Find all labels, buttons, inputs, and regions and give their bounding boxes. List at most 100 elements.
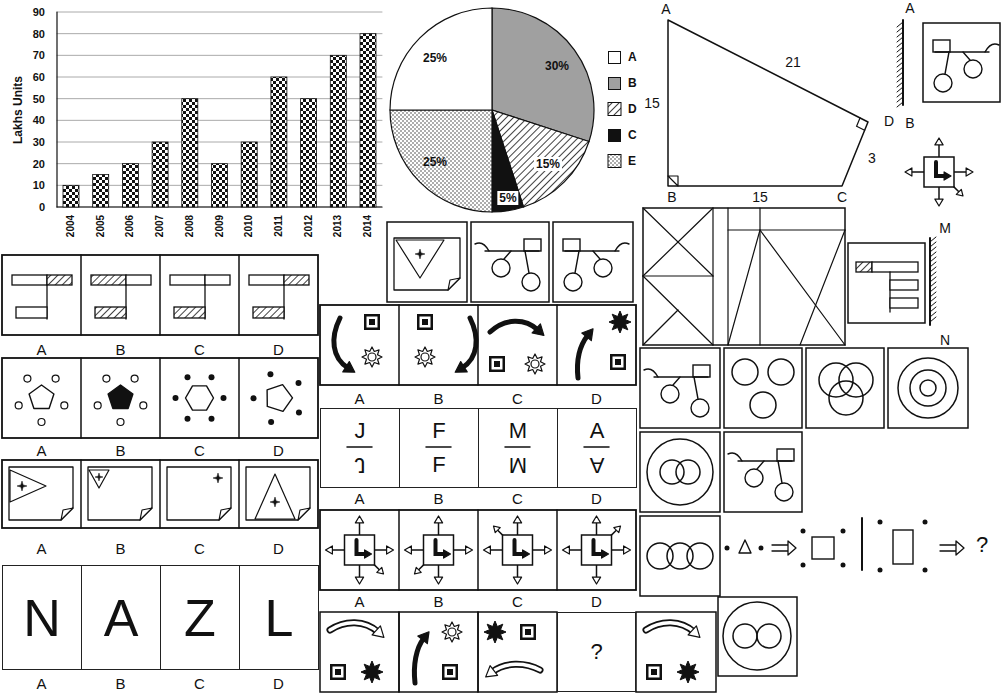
- arrow-head: [592, 516, 600, 523]
- square-symbol: [489, 356, 505, 372]
- arrow-head: [513, 516, 521, 523]
- circle-shape: [733, 624, 757, 648]
- star-symbol: [213, 473, 223, 483]
- arrow-arm: [359, 565, 361, 578]
- legend-text: A: [628, 51, 637, 63]
- count-figure: [643, 208, 845, 345]
- pie-slice: [390, 110, 492, 212]
- option-label: D: [591, 594, 602, 609]
- year-label: 2006: [125, 215, 135, 237]
- letter-box: N: [2, 565, 82, 670]
- flag-part: [12, 275, 47, 285]
- bar: [63, 185, 79, 207]
- curved-arrow: [646, 623, 694, 632]
- arrow-head: [466, 546, 473, 554]
- option-divider: [398, 510, 400, 590]
- curved-arrow: [577, 335, 588, 378]
- axis-tick: 20: [33, 158, 45, 169]
- inner-arrow: [936, 162, 944, 176]
- bar: [330, 55, 346, 207]
- double-arrow: [788, 541, 796, 555]
- arrow-square-box: [503, 535, 533, 565]
- mirror-hatch: [930, 312, 936, 317]
- bike-part: [563, 239, 580, 251]
- bike-part: [673, 377, 680, 385]
- arrow-arm: [359, 522, 361, 535]
- curved-arrow: [490, 321, 538, 332]
- arrow-head: [434, 516, 442, 523]
- figure-box: [387, 222, 467, 302]
- square-symbol: [525, 629, 531, 635]
- figure-label: 15: [644, 96, 660, 110]
- mirror-hatch: [897, 27, 903, 32]
- mirror-hatch: [897, 72, 903, 77]
- square-symbol: [520, 624, 536, 640]
- small-circle: [38, 419, 45, 426]
- fold-triangle: [89, 470, 109, 488]
- figure-box: [640, 348, 720, 428]
- square-symbol: [494, 361, 500, 367]
- sun-symbol: [421, 353, 429, 361]
- option-divider: [159, 358, 161, 438]
- mirror-hatch: [930, 292, 936, 297]
- mirror-label: A: [905, 1, 914, 15]
- line-stroke: [727, 208, 728, 345]
- arrow-arm: [375, 549, 388, 551]
- separator: [861, 518, 863, 570]
- bike-wheel: [522, 273, 540, 291]
- circle-shape: [723, 602, 791, 670]
- fold-triangle: [10, 470, 46, 502]
- box-letter: Z: [184, 592, 216, 644]
- grid-line: [57, 33, 382, 34]
- option-divider: [238, 460, 240, 528]
- mirror-hatch: [897, 22, 903, 27]
- box-letter: ?: [590, 641, 602, 663]
- sun-symbol: [368, 353, 376, 361]
- mirror-hatch: [897, 32, 903, 37]
- bike-part: [935, 51, 989, 52]
- arrow-head: [415, 567, 422, 574]
- bike-wheel: [775, 483, 793, 501]
- right-angle-mark: [668, 176, 678, 186]
- circle-shape: [829, 381, 863, 415]
- small-circle: [15, 402, 22, 409]
- option-divider: [238, 255, 240, 335]
- curved-arrow: [330, 623, 378, 632]
- mirror-hatch: [930, 302, 936, 307]
- mirror-hatch: [930, 282, 936, 287]
- dot: [268, 419, 274, 425]
- fold-triangle: [396, 240, 444, 278]
- option-row: [2, 255, 318, 335]
- option-divider: [556, 305, 558, 385]
- inner-arrow: [515, 540, 530, 558]
- option-label: A: [354, 594, 364, 609]
- box-letter: A: [590, 420, 605, 442]
- mirror-hatch: [930, 287, 936, 292]
- circle-shape: [910, 370, 946, 406]
- flag-part: [284, 275, 309, 285]
- year-label: 2009: [215, 215, 225, 237]
- option-label: A: [36, 541, 46, 556]
- letter-box: A: [81, 565, 161, 670]
- inner-arrow: [357, 540, 372, 558]
- mirror-hatch: [930, 317, 936, 322]
- box-letter: M: [509, 454, 527, 476]
- trapezoid-outline: [668, 20, 868, 186]
- arrow-head: [956, 189, 963, 196]
- dot-sequence: [725, 518, 965, 573]
- bike-part: [525, 251, 529, 273]
- box-letter: J: [355, 454, 366, 476]
- year-label: 2010: [244, 215, 254, 237]
- small-circle: [117, 419, 124, 426]
- option-label: C: [194, 443, 205, 458]
- sun-symbol: [362, 347, 382, 367]
- percent-label: 25%: [423, 52, 447, 64]
- dot: [801, 529, 806, 534]
- axis-tick: 60: [33, 72, 45, 83]
- square-symbol: [649, 667, 660, 678]
- line-stroke: [643, 276, 713, 345]
- arrow-arm: [954, 171, 967, 173]
- legend-text: C: [628, 129, 637, 141]
- option-divider: [159, 460, 161, 528]
- bike-part: [778, 461, 782, 483]
